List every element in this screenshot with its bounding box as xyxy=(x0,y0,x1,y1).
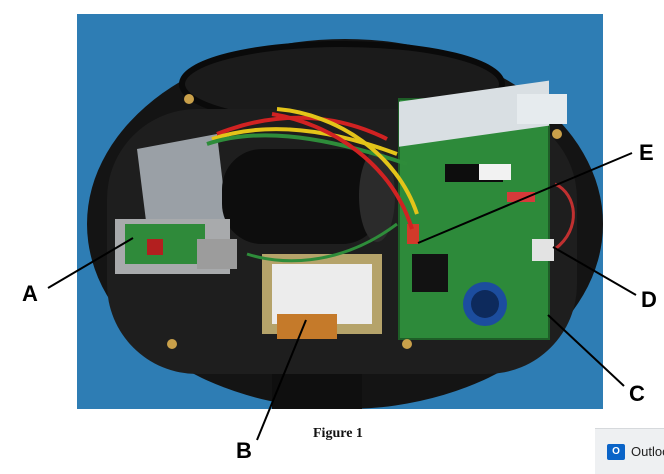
leader-line-d xyxy=(552,246,637,296)
taskbar-outlook-button[interactable]: O Outloo xyxy=(595,428,664,474)
leader-line-e xyxy=(417,152,633,244)
figure-caption: Figure 1 xyxy=(313,426,363,441)
leader-line-b xyxy=(256,319,307,441)
outlook-icon: O xyxy=(607,443,625,460)
enclosure-illustration xyxy=(77,14,603,409)
callout-label-d: D xyxy=(641,287,657,312)
callout-label-e: E xyxy=(639,140,654,165)
callout-label-a: A xyxy=(22,281,38,306)
callout-label-b: B xyxy=(236,438,252,463)
leader-line-a xyxy=(47,237,134,289)
callout-label-c: C xyxy=(629,381,645,406)
leader-line-c xyxy=(547,314,625,387)
taskbar-app-label: Outloo xyxy=(631,444,664,459)
enclosure-photo xyxy=(77,14,603,409)
